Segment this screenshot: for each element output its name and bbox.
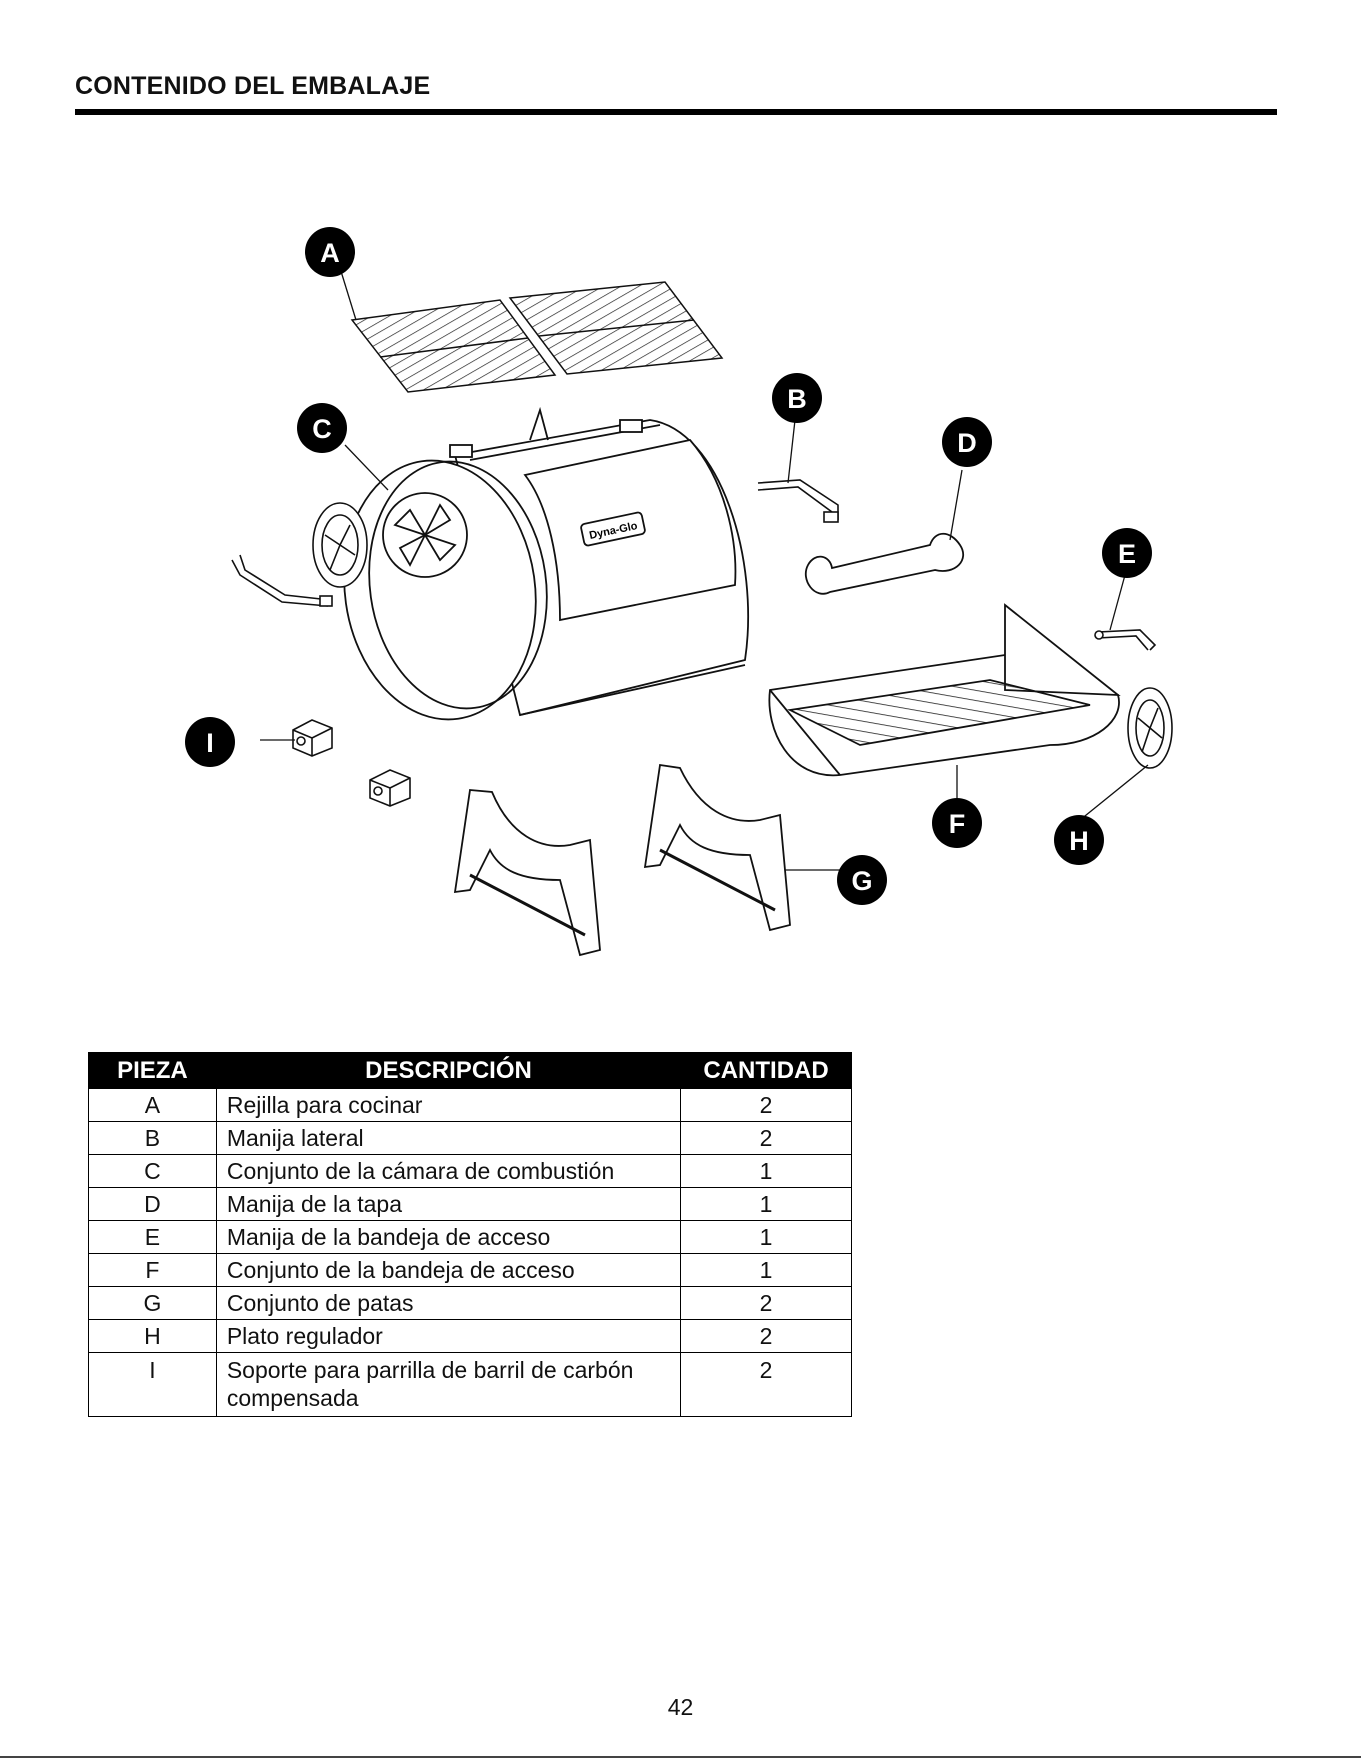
callout-d: D bbox=[942, 417, 992, 467]
cell-description: Manija lateral bbox=[215, 1121, 682, 1155]
table-header-row: PIEZA DESCRIPCIÓN CANTIDAD bbox=[88, 1052, 852, 1089]
cell-quantity: 2 bbox=[680, 1352, 852, 1417]
parts-table: PIEZA DESCRIPCIÓN CANTIDAD A Rejilla par… bbox=[88, 1052, 852, 1417]
table-row: E Manija de la bandeja de acceso 1 bbox=[88, 1220, 852, 1254]
damper-plate-right bbox=[1127, 687, 1173, 769]
table-row: C Conjunto de la cámara de combustión 1 bbox=[88, 1154, 852, 1188]
header-part: PIEZA bbox=[88, 1052, 217, 1089]
callout-leaders bbox=[260, 267, 1149, 871]
barrel-brackets bbox=[292, 719, 411, 807]
svg-text:F: F bbox=[949, 809, 966, 839]
cell-part: E bbox=[88, 1220, 217, 1254]
cell-description: Plato regulador bbox=[215, 1319, 682, 1353]
cell-description: Manija de la bandeja de acceso bbox=[215, 1220, 682, 1254]
cell-part: D bbox=[88, 1187, 217, 1221]
page-title: CONTENIDO DEL EMBALAJE bbox=[75, 72, 431, 100]
access-tray bbox=[768, 603, 1121, 777]
page-number: 42 bbox=[667, 1694, 694, 1720]
cell-part: I bbox=[88, 1352, 217, 1417]
table-row: B Manija lateral 2 bbox=[88, 1121, 852, 1155]
cell-part: C bbox=[88, 1154, 217, 1188]
svg-text:B: B bbox=[787, 384, 807, 414]
cell-part: H bbox=[88, 1319, 217, 1353]
cell-quantity: 2 bbox=[680, 1088, 852, 1122]
cell-quantity: 1 bbox=[680, 1253, 852, 1287]
svg-text:A: A bbox=[320, 238, 340, 268]
side-handle-right bbox=[757, 479, 839, 523]
cell-description: Conjunto de la bandeja de acceso bbox=[215, 1253, 682, 1287]
cell-part: A bbox=[88, 1088, 217, 1122]
cell-part: B bbox=[88, 1121, 217, 1155]
table-row: D Manija de la tapa 1 bbox=[88, 1187, 852, 1221]
side-handle-left bbox=[231, 554, 333, 607]
svg-text:C: C bbox=[312, 414, 332, 444]
cell-quantity: 2 bbox=[680, 1121, 852, 1155]
svg-text:E: E bbox=[1118, 539, 1136, 569]
table-row: G Conjunto de patas 2 bbox=[88, 1286, 852, 1320]
firebox-assembly bbox=[343, 406, 749, 721]
cell-description: Rejilla para cocinar bbox=[215, 1088, 682, 1122]
callout-e: E bbox=[1102, 528, 1152, 578]
parts-diagram: Dyna-Glo bbox=[185, 227, 1173, 957]
table-row: F Conjunto de la bandeja de acceso 1 bbox=[88, 1253, 852, 1287]
lid-handle bbox=[805, 532, 965, 595]
header-quantity: CANTIDAD bbox=[680, 1052, 852, 1089]
cell-quantity: 2 bbox=[680, 1319, 852, 1353]
cell-part: F bbox=[88, 1253, 217, 1287]
svg-text:H: H bbox=[1069, 826, 1089, 856]
cell-description: Manija de la tapa bbox=[215, 1187, 682, 1221]
callout-b: B bbox=[772, 373, 822, 423]
cell-quantity: 1 bbox=[680, 1154, 852, 1188]
damper-plate-left bbox=[312, 502, 368, 588]
callout-f: F bbox=[932, 798, 982, 848]
table-row: I Soporte para parrilla de barril de car… bbox=[88, 1352, 852, 1417]
bottom-rule bbox=[0, 1756, 1361, 1758]
header-description: DESCRIPCIÓN bbox=[215, 1052, 682, 1089]
callout-a: A bbox=[305, 227, 355, 277]
callout-i: I bbox=[185, 717, 235, 767]
cell-description: Soporte para parrilla de barril de carbó… bbox=[215, 1352, 682, 1417]
svg-text:D: D bbox=[957, 428, 977, 458]
leg-assemblies bbox=[453, 763, 791, 957]
svg-text:G: G bbox=[851, 866, 872, 896]
cell-quantity: 1 bbox=[680, 1187, 852, 1221]
cell-quantity: 1 bbox=[680, 1220, 852, 1254]
callout-c: C bbox=[297, 403, 347, 453]
tray-handle bbox=[1094, 629, 1157, 651]
cooking-grates bbox=[350, 281, 724, 393]
cell-description: Conjunto de la cámara de combustión bbox=[215, 1154, 682, 1188]
title-rule bbox=[75, 109, 1277, 115]
callout-h: H bbox=[1054, 815, 1104, 865]
callout-g: G bbox=[837, 855, 887, 905]
cell-description: Conjunto de patas bbox=[215, 1286, 682, 1320]
cell-part: G bbox=[88, 1286, 217, 1320]
cell-quantity: 2 bbox=[680, 1286, 852, 1320]
table-row: H Plato regulador 2 bbox=[88, 1319, 852, 1353]
svg-text:I: I bbox=[206, 728, 214, 758]
table-row: A Rejilla para cocinar 2 bbox=[88, 1088, 852, 1122]
